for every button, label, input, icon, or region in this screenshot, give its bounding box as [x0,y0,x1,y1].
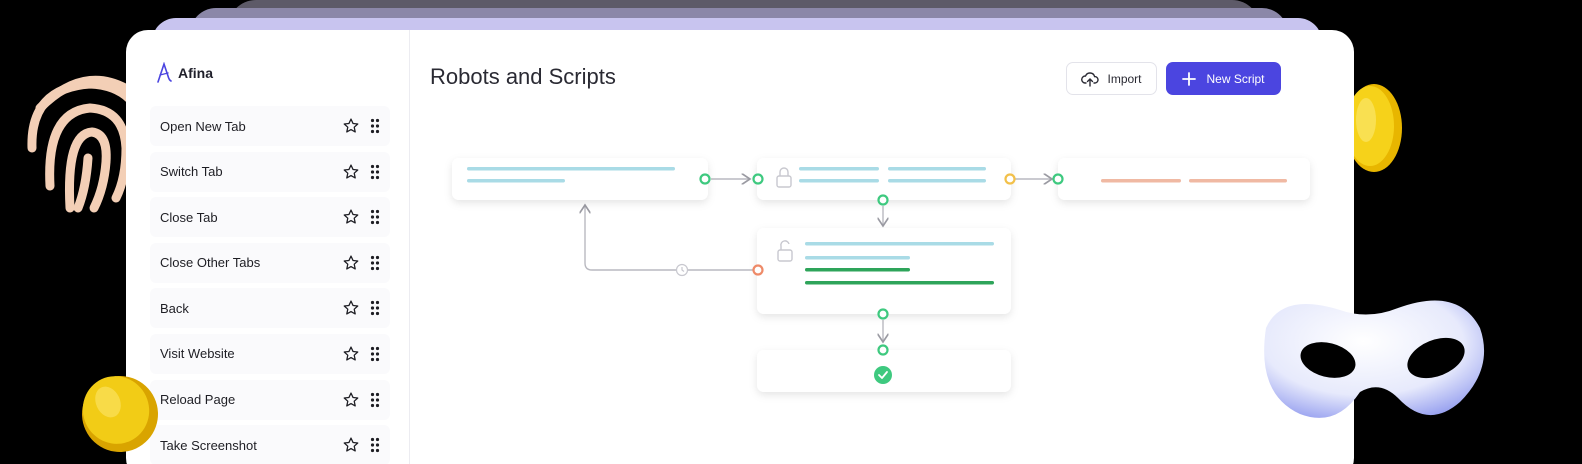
action-item[interactable]: Back [150,288,390,329]
mask-icon [1264,300,1485,418]
action-item-label: Visit Website [160,346,235,362]
action-item[interactable]: Visit Website [150,333,390,374]
action-item-label: Open New Tab [160,118,246,134]
brand[interactable]: Afina [156,62,213,84]
drag-handle-icon[interactable] [370,164,380,180]
port-node4-bottom [877,308,889,320]
action-item[interactable]: Open New Tab [150,106,390,146]
clock-icon [675,263,689,277]
action-item[interactable]: Switch Tab [150,151,390,192]
port-node2-in [752,173,764,185]
import-button[interactable]: Import [1066,62,1157,95]
action-item[interactable]: Close Tab [150,197,390,238]
drag-handle-icon[interactable] [370,437,380,453]
new-script-label: New Script [1206,71,1265,86]
star-icon[interactable] [342,299,360,317]
action-item-label: Close Tab [160,209,218,225]
star-icon[interactable] [342,117,360,135]
connector-4-1-loop [585,205,753,271]
action-item[interactable]: Close Other Tabs [150,242,390,283]
star-icon[interactable] [342,436,360,454]
drag-handle-icon[interactable] [370,209,380,225]
coin-icon [82,376,158,452]
page-title: Robots and Scripts [430,64,616,89]
action-item-label: Reload Page [160,392,236,408]
new-script-button[interactable]: New Script [1166,62,1281,95]
check-icon [874,366,892,384]
action-item-label: Take Screenshot [160,437,257,453]
import-label: Import [1107,71,1142,86]
action-item-label: Close Other Tabs [160,255,261,271]
port-node2-bottom [877,194,889,206]
star-icon[interactable] [342,254,360,272]
drag-handle-icon[interactable] [370,118,380,134]
star-icon[interactable] [342,391,360,409]
drag-handle-icon[interactable] [370,392,380,408]
coin-icon [1346,84,1402,172]
port-node1-out [699,173,711,185]
plus-icon [1182,71,1197,86]
star-icon[interactable] [342,345,360,363]
port-node3-in [1052,173,1064,185]
drag-handle-icon[interactable] [370,346,380,362]
port-node5-top [877,344,889,356]
brand-name: Afina [178,65,213,81]
afina-logo-icon [157,62,172,83]
cloud-upload-icon [1081,71,1100,87]
action-item-label: Switch Tab [160,164,223,180]
port-node2-out [1004,173,1016,185]
star-icon[interactable] [342,208,360,226]
action-item[interactable]: Take Screenshot [150,425,390,464]
drag-handle-icon[interactable] [370,300,380,316]
action-item-label: Back [160,300,189,316]
action-item[interactable]: Reload Page [150,379,390,420]
script-flow-canvas [452,158,1310,392]
unlock-icon [777,240,793,262]
port-node4-left [752,264,764,276]
lock-icon [776,167,792,188]
drag-handle-icon[interactable] [370,255,380,271]
star-icon[interactable] [342,163,360,181]
flow-node-3 [1058,158,1310,200]
